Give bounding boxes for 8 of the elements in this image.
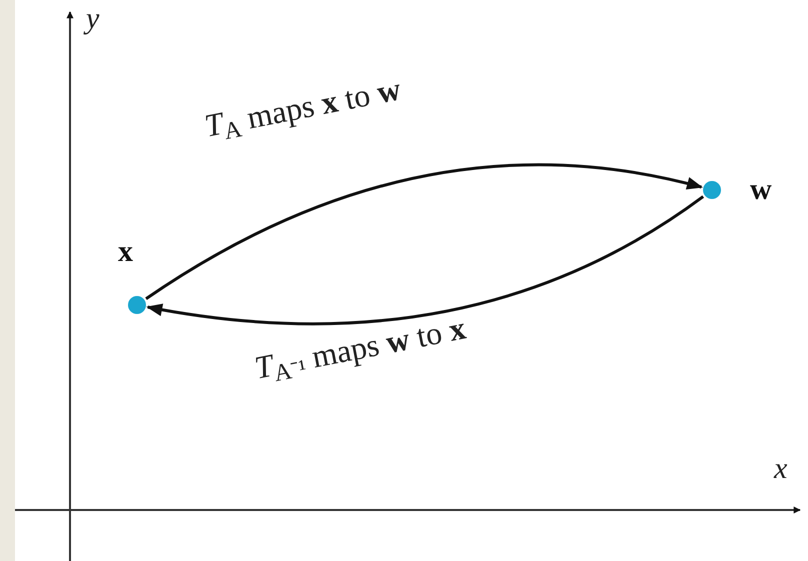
point-label: x — [118, 237, 133, 267]
point-label: w — [750, 175, 772, 205]
edge-label: T$_{A⁻¹}$ maps w to x — [252, 311, 468, 384]
curved-arrow — [145, 164, 703, 300]
axis-label: x — [774, 454, 788, 484]
edge-label: T$_{A}$ maps x to w — [202, 72, 404, 142]
curved-arrow — [146, 195, 704, 326]
axis-label: y — [86, 4, 100, 34]
